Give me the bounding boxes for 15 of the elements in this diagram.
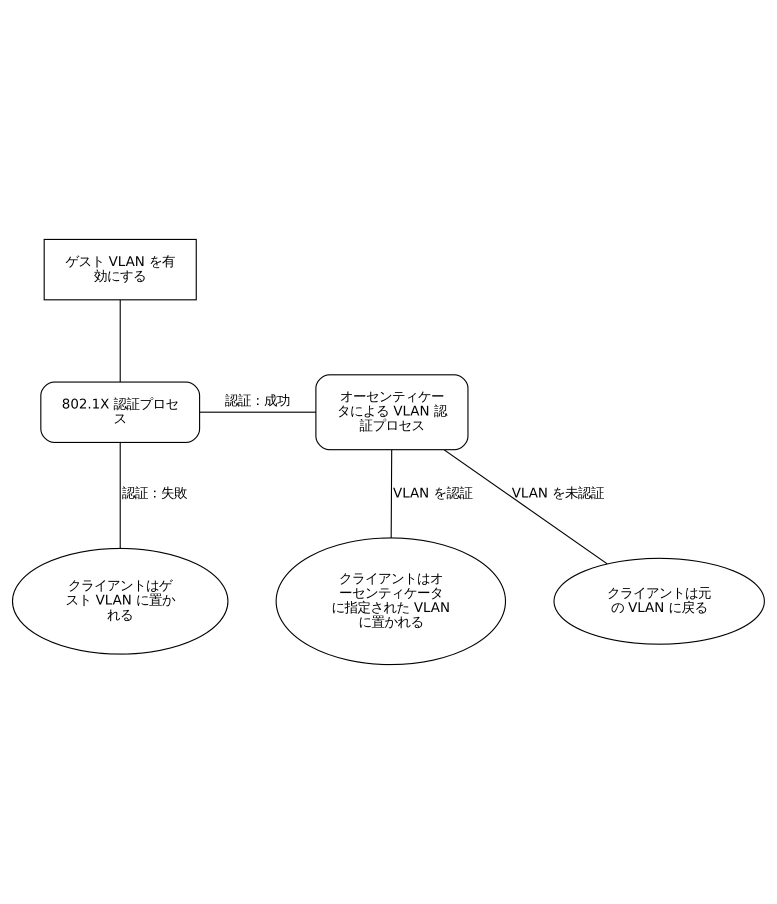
node-box: 802.1X 認証プロセス <box>40 381 200 443</box>
edge-label: VLAN を認証 <box>393 486 472 502</box>
connector <box>444 449 608 564</box>
edge-label: 認証：失敗 <box>122 486 187 502</box>
edge-label: 認証：成功 <box>225 394 290 410</box>
node-ellipse: クライアントは元の VLAN に戻る <box>553 558 765 645</box>
connector <box>390 450 392 538</box>
edge-label: VLAN を未認証 <box>512 486 604 502</box>
node-ellipse: クライアントはオーセンティケータに指定された VLAN に置かれる <box>276 537 506 666</box>
connector <box>120 442 121 548</box>
connector <box>200 412 316 413</box>
node-box: オーセンティケータによる VLAN 認証プロセス <box>315 374 469 450</box>
node-box: ゲスト VLAN を有効にする <box>44 238 197 300</box>
node-ellipse: クライアントはゲスト VLAN に置かれる <box>12 548 228 655</box>
connector <box>120 300 121 382</box>
